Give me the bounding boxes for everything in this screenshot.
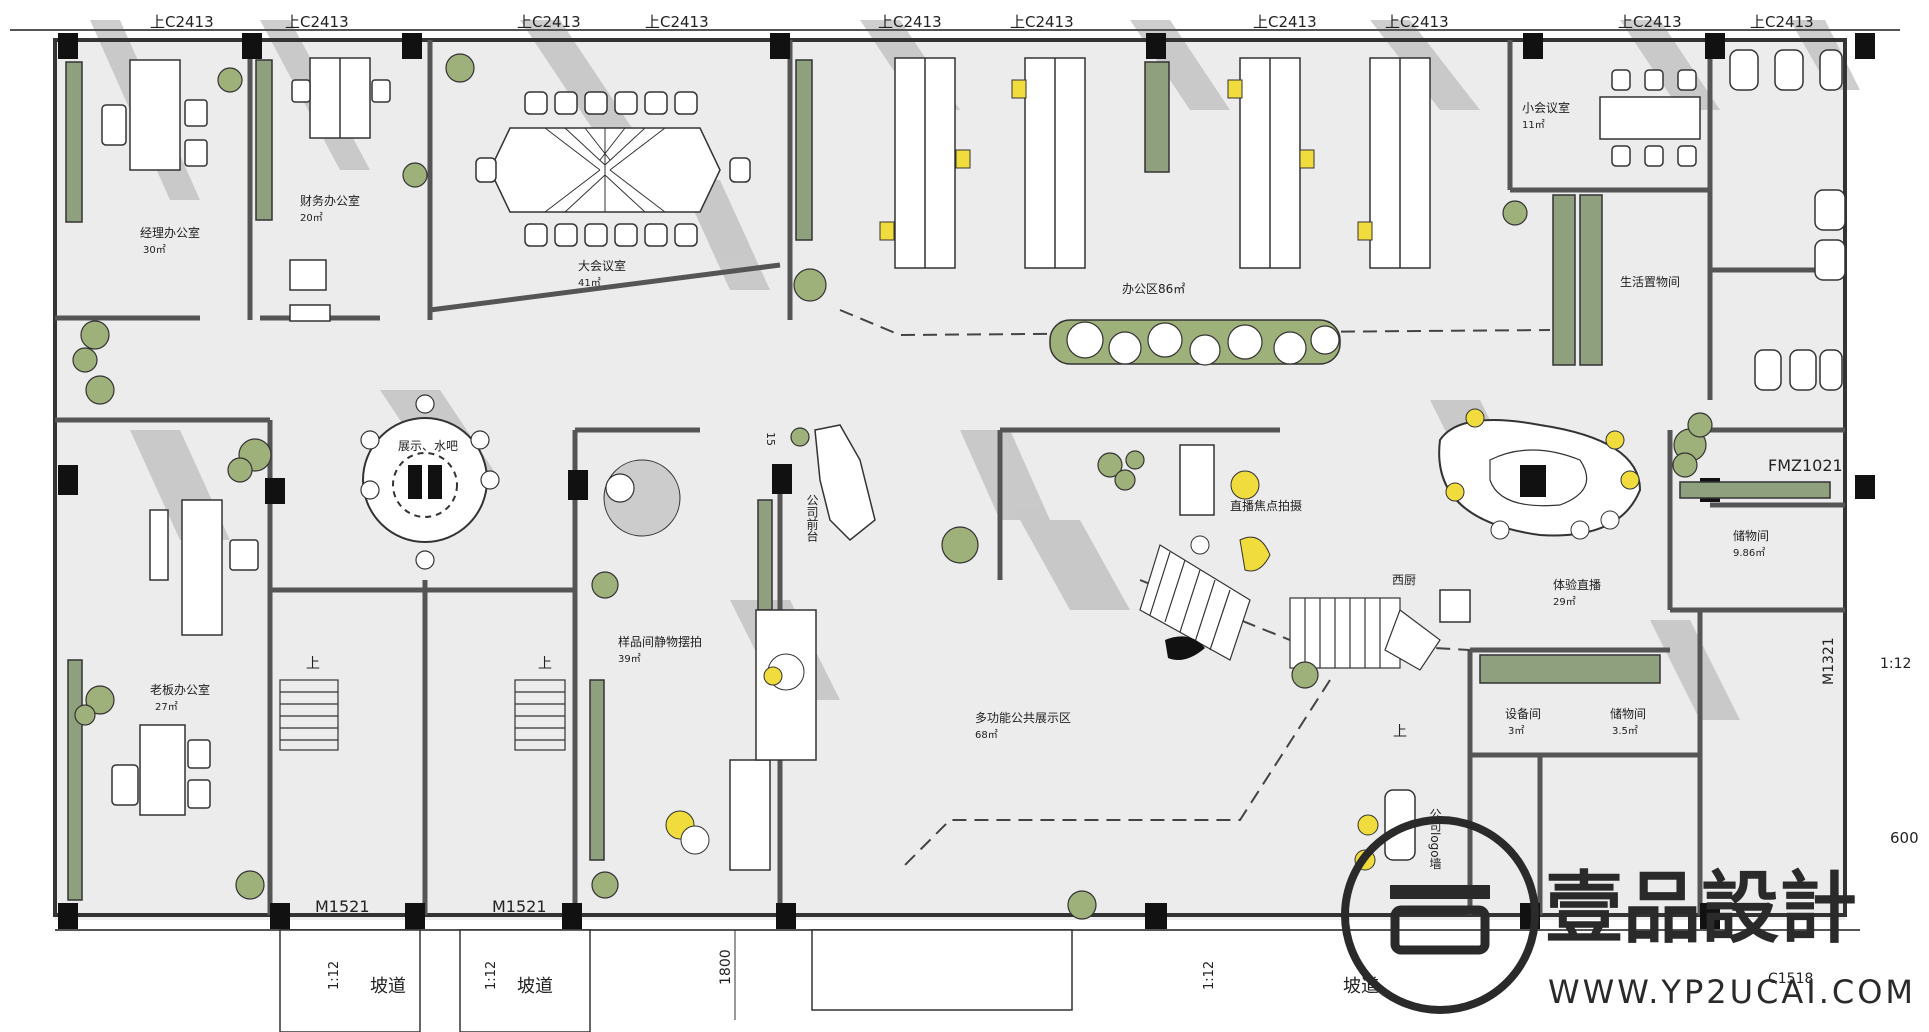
window-tag: 上C2413	[1010, 13, 1074, 31]
room-name-bar: 展示、水吧	[398, 439, 458, 453]
window-tag: 上C2413	[150, 13, 214, 31]
ramps: 坡道 坡道 坡道 1:12 1:12 1:12 1:12	[279, 656, 1911, 1032]
live-shoot-furniture	[1165, 444, 1271, 661]
window-tag: 上C2413	[1750, 13, 1814, 31]
room-area-meeting: 41㎡	[578, 277, 601, 289]
kitchen-counter	[1439, 589, 1471, 623]
boss-desk	[111, 499, 259, 816]
bar-table	[360, 394, 500, 570]
reception-desk	[814, 424, 876, 542]
room-area-experience: 29㎡	[1553, 596, 1576, 608]
window-tag: 上C2413	[285, 13, 349, 31]
slope-label: 1:12	[484, 961, 499, 990]
outer-walls	[53, 38, 1847, 917]
room-area-finance: 20㎡	[300, 212, 323, 224]
room-name-manager: 经理办公室	[140, 225, 200, 240]
window-tag: 上C2413	[1618, 13, 1682, 31]
window-tag: 上C2413	[645, 13, 709, 31]
room-name-finance: 财务办公室	[300, 193, 360, 208]
watermark-brand: 壹品設計	[1545, 864, 1857, 954]
sample-room-furniture	[603, 459, 817, 871]
partitions	[65, 59, 1831, 901]
ramp-label: 坡道	[517, 976, 553, 997]
dim-600: 600	[1890, 829, 1919, 847]
finance-desks	[289, 57, 391, 322]
dimensions: 1800 600 15	[718, 432, 1919, 1020]
room-name-small-meeting: 小会议室	[1522, 100, 1570, 115]
door-tag-fm: FMZ1021	[1768, 456, 1843, 475]
room-area-equipment: 3㎡	[1508, 725, 1524, 737]
room-area-sample: 39㎡	[618, 653, 641, 665]
window-tag: 上C2413	[878, 13, 942, 31]
planter	[1049, 319, 1341, 366]
workstations	[894, 57, 1431, 269]
room-name-boss: 老板办公室	[150, 682, 210, 697]
toilets	[1729, 49, 1846, 391]
up-marks: 上 上 上	[306, 656, 1407, 740]
room-area-multi: 68㎡	[975, 729, 998, 741]
slope-label: 1:12	[327, 961, 342, 990]
watermark-url: WWW.YP2UCAI.COM	[1548, 973, 1916, 1011]
up-mark: 上	[306, 656, 320, 672]
window-tags: 上C2413 上C2413 上C2413 上C2413 上C2413 上C241…	[150, 13, 1814, 31]
yellow-chairs	[772, 79, 1373, 677]
small-meeting-table	[1599, 69, 1701, 167]
room-name-experience: 体验直播	[1553, 577, 1601, 592]
room-name-living-storage: 生活置物间	[1620, 275, 1680, 289]
dim-15: 15	[764, 432, 777, 446]
door-tag-m1521: M1521	[315, 897, 370, 916]
manager-desk	[101, 59, 208, 171]
experience-island	[1438, 408, 1642, 540]
entrance-stairs	[279, 679, 566, 751]
ramp-label: 坡道	[370, 976, 406, 997]
up-mark: 上	[1393, 724, 1407, 740]
window-tag: 上C2413	[517, 13, 581, 31]
window-tag: 上C2413	[1385, 13, 1449, 31]
room-area-storage-a: 9.86㎡	[1733, 547, 1765, 559]
conference-table	[475, 91, 751, 247]
door-tags: M1521 M1521 FMZ1021 M1321 C1518	[315, 456, 1843, 987]
watermark: 壹品設計 WWW.YP2UCAI.COM	[1341, 816, 1916, 1014]
window-tag: 上C2413	[1253, 13, 1317, 31]
room-labels: 经理办公室 30㎡ 财务办公室 20㎡ 大会议室 41㎡ 办公区86㎡ 小会议室…	[140, 100, 1769, 870]
columns	[58, 33, 1875, 929]
room-name-storage-a: 储物间	[1733, 528, 1769, 543]
room-area-small-meeting: 11㎡	[1522, 119, 1545, 131]
slope-label: 1:12	[1880, 656, 1911, 672]
interior-walls	[55, 40, 1845, 915]
room-name-equipment: 设备间	[1505, 707, 1541, 721]
room-name-live-shoot: 直播焦点拍摄	[1230, 498, 1302, 513]
room-name-storage-b: 储物间	[1610, 706, 1646, 721]
plants	[72, 53, 1713, 920]
room-name-meeting: 大会议室	[578, 258, 626, 273]
room-area-boss: 27㎡	[155, 701, 178, 713]
door-tag-c1518: C1518	[1768, 971, 1813, 987]
central-staircase	[1139, 544, 1441, 671]
room-area-manager: 30㎡	[143, 244, 166, 256]
room-name-office: 办公区86㎡	[1122, 281, 1185, 296]
room-name-sample: 样品间静物摆拍	[618, 634, 702, 649]
room-area-storage-b: 3.5㎡	[1612, 725, 1638, 737]
room-name-multi: 多功能公共展示区	[975, 711, 1071, 725]
room-name-kitchen: 西厨	[1392, 573, 1416, 587]
slope-label: 1:12	[1202, 961, 1217, 990]
up-mark: 上	[538, 656, 552, 672]
door-tag-m1521: M1521	[492, 897, 547, 916]
door-tag-m1321: M1321	[1821, 637, 1837, 685]
dim-1800: 1800	[718, 949, 734, 985]
room-name-reception: 公司前台	[805, 494, 819, 542]
